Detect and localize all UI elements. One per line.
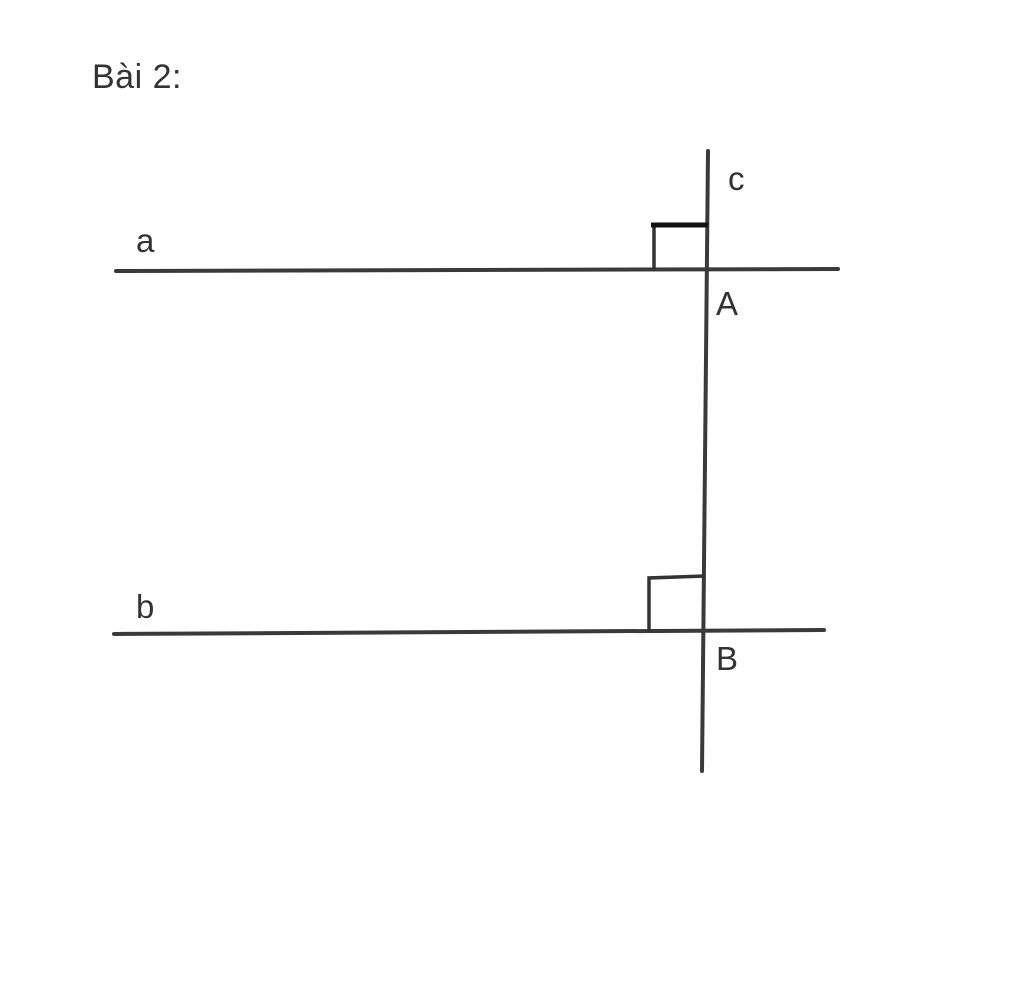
line-b — [112, 628, 826, 636]
line-a — [114, 267, 840, 273]
label-line-c: c — [728, 160, 745, 197]
right-angle-mark-b — [647, 574, 706, 632]
label-point-b: B — [716, 640, 738, 677]
label-line-b: b — [136, 588, 154, 625]
label-line-a: a — [136, 222, 155, 259]
label-point-a: A — [716, 285, 738, 322]
problem-title: Bài 2: — [92, 58, 182, 96]
line-c — [700, 149, 710, 773]
